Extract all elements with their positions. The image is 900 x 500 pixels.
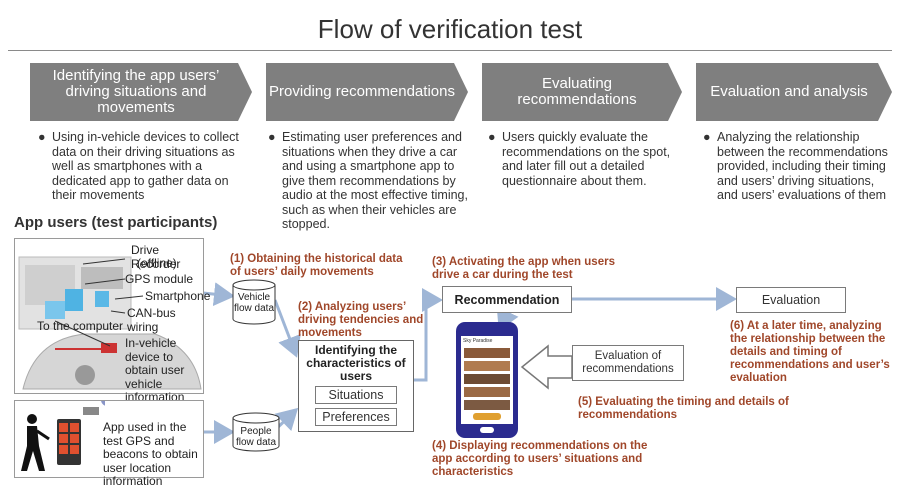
stage-description: ● Using in-vehicle devices to collect da… [38, 130, 250, 203]
evaluation-of-recommendations-box: Evaluation of recommendations [572, 345, 684, 381]
bullet: ● [38, 130, 46, 144]
step-4-label: (4) Displaying recommendations on the ap… [432, 440, 648, 478]
stage-providing: Providing recommendations [266, 63, 468, 121]
description-text: Users quickly evaluate the recommendatio… [502, 130, 671, 188]
can-bus-label: CAN-bus wiring [127, 306, 176, 334]
characteristics-title: Identifying the characteristics of users [306, 343, 406, 383]
vehicle-flow-label: Vehicle flow data [233, 292, 275, 314]
stage-description: ● Estimating user preferences and situat… [268, 130, 478, 232]
phone-screen: Sky Paradise [461, 336, 513, 424]
evaluation-box: Evaluation [736, 287, 846, 313]
recommendation-box: Recommendation [442, 286, 572, 313]
smartphone-label: Smartphone [145, 289, 211, 303]
app-panel-text: App used in the test GPS and beacons to … [103, 420, 198, 488]
preferences-box: Preferences [315, 408, 397, 426]
phone-app-header: Sky Paradise [463, 338, 493, 344]
stage-label: Identifying the app users’ driving situa… [52, 67, 220, 116]
car-illustration [18, 256, 202, 390]
recommendation-item [464, 348, 510, 358]
stage-evaluating: Evaluating recommendations [482, 63, 682, 121]
stage-label: Providing recommendations [269, 83, 455, 100]
bullet: ● [268, 130, 276, 144]
characteristics-box: Identifying the characteristics of users… [298, 340, 414, 432]
stage-description: ● Analyzing the relationship between the… [703, 130, 893, 203]
phone-home-button [480, 427, 494, 433]
description-text: Using in-vehicle devices to collect data… [52, 130, 239, 202]
stage-label: Evaluating recommendations [517, 75, 637, 108]
step-1-label: (1) Obtaining the historical data of use… [230, 253, 403, 278]
in-vehicle-label: In-vehicle device to obtain user vehicle… [125, 336, 185, 404]
gps-module-label: GPS module [125, 272, 194, 286]
people-flow-label: People flow data [235, 426, 277, 448]
step-5-label: (5) Evaluating the timing and details of… [578, 396, 789, 421]
description-text: Analyzing the relationship between the r… [717, 130, 888, 202]
bullet: ● [703, 130, 711, 144]
recommendation-item [464, 400, 510, 410]
drive-recorder-label: Drive Recorder [131, 243, 181, 271]
person-with-phone-icon [21, 401, 105, 471]
section-label: App users (test participants) [14, 214, 218, 231]
stage-analysis: Evaluation and analysis [696, 63, 892, 121]
recommendation-item [464, 387, 510, 397]
step-6-label: (6) At a later time, analyzing the relat… [730, 320, 890, 384]
bullet: ● [488, 130, 496, 144]
app-panel: App used in the test GPS and beacons to … [14, 400, 204, 488]
title-divider [8, 50, 892, 51]
offline-label: (offline) [137, 256, 177, 270]
situations-box: Situations [315, 386, 397, 404]
car-panel: Drive Recorder (offline) GPS module Smar… [14, 238, 210, 404]
to-computer-label: To the computer [37, 319, 124, 333]
smartphone-icon: Sky Paradise [456, 322, 518, 438]
page-title: Flow of verification test [317, 14, 583, 44]
vehicle-flow-database-icon [232, 279, 276, 325]
phone-button [473, 413, 501, 420]
description-text: Estimating user preferences and situatio… [282, 130, 468, 231]
recommendation-item [464, 361, 510, 371]
people-flow-database-icon [232, 412, 280, 452]
stage-label: Evaluation and analysis [710, 83, 868, 100]
stage-description: ● Users quickly evaluate the recommendat… [488, 130, 688, 188]
stage-identifying: Identifying the app users’ driving situa… [30, 63, 252, 121]
step-2-label: (2) Analyzing users’ driving tendencies … [298, 301, 424, 339]
step-3-label: (3) Activating the app when users drive … [432, 256, 615, 281]
recommendation-item [464, 374, 510, 384]
